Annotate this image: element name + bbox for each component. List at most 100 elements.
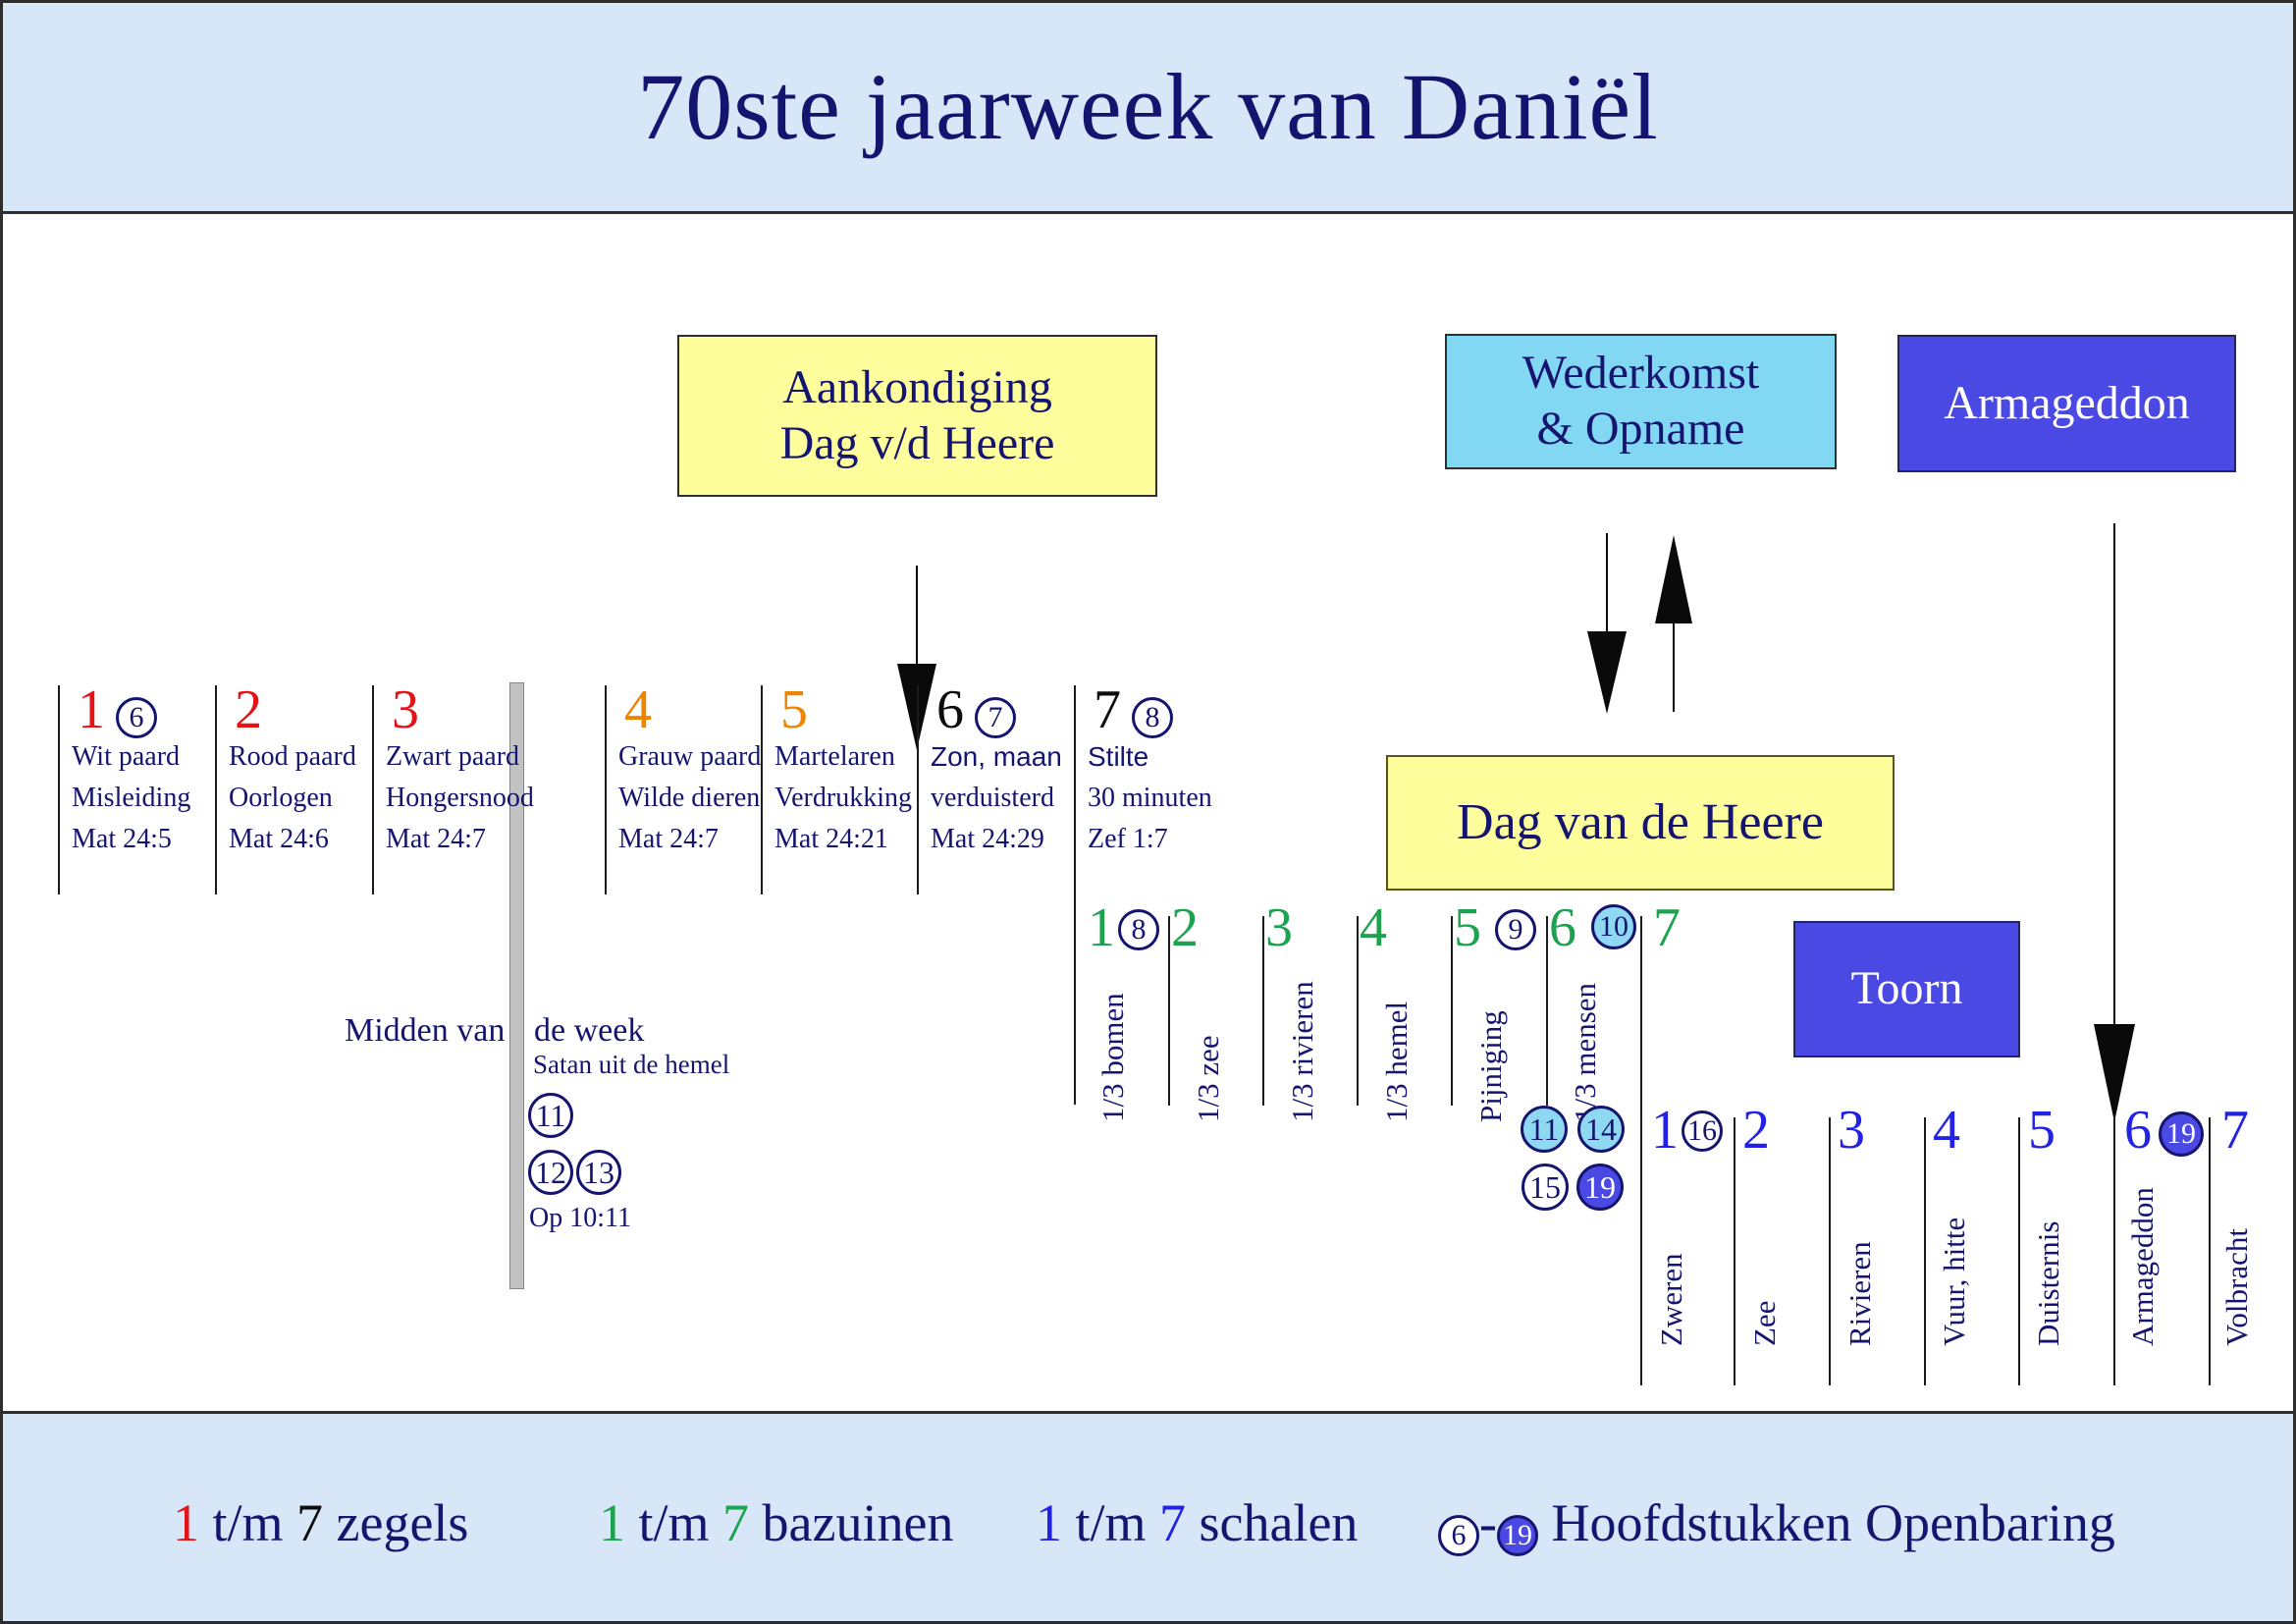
chapter-circle-8: 8 (1132, 697, 1173, 738)
trumpet-column-line (1546, 916, 1548, 1106)
bowl-column-line (1734, 1117, 1735, 1385)
trumpet-label: Pijniging (1473, 1010, 1508, 1122)
aankondiging-box: Aankondiging Dag v/d Heere (677, 335, 1157, 497)
legend-segment: 7 (296, 1493, 324, 1552)
trumpet-column-line (1451, 916, 1453, 1106)
seal-label: Mat 24:29 (931, 824, 1044, 854)
toorn-label: Toorn (1850, 962, 1963, 1015)
seal-label: Mat 24:7 (386, 824, 486, 854)
trumpet-column-line (1168, 916, 1170, 1106)
seal-label: Mat 24:21 (774, 824, 888, 854)
seal-column-line (917, 685, 919, 894)
chapter-circle-11: 11 (528, 1093, 573, 1138)
legend-segment: t/m (1062, 1493, 1160, 1552)
seal-label: Misleiding (72, 783, 191, 813)
legend-segment: 7 (1159, 1493, 1187, 1552)
bowl-column-line (1829, 1117, 1831, 1385)
legend-hoofdstukken-label: Hoofdstukken Openbaring (1551, 1493, 2115, 1552)
seal-label: Grauw paard (618, 741, 762, 772)
chapter-circle-7: 7 (975, 697, 1016, 738)
chapter-circle-14: 14 (1577, 1106, 1625, 1153)
seal-label: Mat 24:6 (229, 824, 329, 854)
seal-number: 3 (392, 679, 419, 740)
seal-label: Rood paard (229, 741, 356, 772)
seal-column-line (372, 685, 374, 894)
armageddon-box: Armageddon (1897, 335, 2236, 472)
bowl-number: 3 (1838, 1100, 1865, 1161)
trumpet-number: 3 (1265, 897, 1293, 958)
chapter-circle-16: 16 (1682, 1110, 1723, 1152)
bowl-number: 6 (2124, 1100, 2152, 1161)
trumpet-label: 1/3 rivieren (1285, 981, 1319, 1122)
bowl-label: Vuur, hitte (1937, 1217, 1971, 1346)
seal-label: Oorlogen (229, 783, 333, 813)
trumpet-number: 1 (1088, 897, 1115, 958)
chapter-circle-6: 6 (116, 697, 157, 738)
seal-number: 4 (624, 679, 652, 740)
chapter-circle-19: 19 (1496, 1515, 1538, 1556)
trumpet-number: 4 (1360, 897, 1387, 958)
legend-hoofdstukken: 6-19 Hoofdstukken Openbaring (1438, 1492, 2115, 1556)
arrow-stem (916, 566, 918, 666)
seal-column-line (58, 685, 60, 894)
bowl-number: 7 (2221, 1100, 2249, 1161)
legend-segment: 1 (599, 1493, 625, 1552)
wederkomst-box: Wederkomst & Opname (1445, 334, 1837, 469)
seal-label: Hongersnood (386, 783, 534, 813)
bowl-label: Armageddon (2125, 1187, 2160, 1346)
aankondiging-line1: Aankondiging (782, 360, 1052, 413)
legend-schalen: 1 t/m 7 schalen (1036, 1492, 1358, 1553)
seal-number: 7 (1094, 679, 1121, 740)
seal-number: 1 (78, 679, 105, 740)
seal-label: Martelaren (774, 741, 895, 772)
seal-label: Wit paard (72, 741, 181, 772)
legend-bazuinen: 1 t/m 7 bazuinen (599, 1492, 953, 1553)
chapter-circle-8: 8 (1118, 909, 1159, 950)
bowl-column-line (2113, 1117, 2115, 1385)
legend-segment: schalen (1186, 1493, 1359, 1552)
bowl-column-line (2018, 1117, 2020, 1385)
trumpet-label: 1/3 bomen (1095, 993, 1130, 1122)
dag-van-de-heere-label: Dag van de Heere (1457, 794, 1824, 851)
legend-segment: 7 (722, 1493, 750, 1552)
legend-segment: t/m (625, 1493, 723, 1552)
seal-number: 5 (780, 679, 808, 740)
legend-segment: 1 (173, 1493, 199, 1552)
trumpet-label: 1/3 mensen (1568, 982, 1602, 1122)
bowl-number: 4 (1933, 1100, 1960, 1161)
bowl-column-line (1640, 916, 1642, 1385)
chapter-circle-13: 13 (576, 1150, 621, 1195)
bowl-label: Zee (1747, 1300, 1782, 1346)
legend-zegels: 1 t/m 7 zegels (173, 1492, 468, 1553)
aankondiging-line2: Dag v/d Heere (779, 416, 1055, 469)
chapter-circle-10: 10 (1591, 904, 1636, 949)
seal-column-line (215, 685, 217, 894)
trumpet-number: 7 (1653, 897, 1681, 958)
arrow-stem (2113, 523, 2115, 1026)
trumpet-number: 2 (1171, 897, 1199, 958)
seal-label: 30 minuten (1088, 783, 1212, 813)
arrow-down-icon (2094, 1024, 2135, 1122)
bowl-number: 5 (2028, 1100, 2056, 1161)
bowl-column-line (2209, 1117, 2211, 1385)
wederkomst-line1: Wederkomst (1522, 347, 1760, 400)
legend-segment: bazuinen (749, 1493, 954, 1552)
arrow-stem (1673, 622, 1675, 712)
chapter-circle-9: 9 (1495, 909, 1536, 950)
seal-label: Wilde dieren (618, 783, 761, 813)
dag-van-de-heere-box: Dag van de Heere (1386, 755, 1895, 891)
chapter-circle-19: 19 (2159, 1111, 2204, 1157)
seal-number: 2 (235, 679, 262, 740)
seal-number: 6 (936, 679, 964, 740)
legend-segment: t/m (199, 1493, 297, 1552)
midweek-label-right: de week (534, 1012, 645, 1049)
trumpet-number: 5 (1454, 897, 1481, 958)
trumpet-column-line (1357, 916, 1359, 1106)
seal-label: Zef 1:7 (1088, 824, 1168, 854)
chapter-circle-15: 15 (1522, 1164, 1569, 1211)
page-title: 70ste jaarweek van Daniël (637, 54, 1659, 159)
chapter-circle-6: 6 (1438, 1515, 1479, 1556)
legend-segment: 1 (1036, 1493, 1062, 1552)
seal-label: Mat 24:5 (72, 824, 172, 854)
